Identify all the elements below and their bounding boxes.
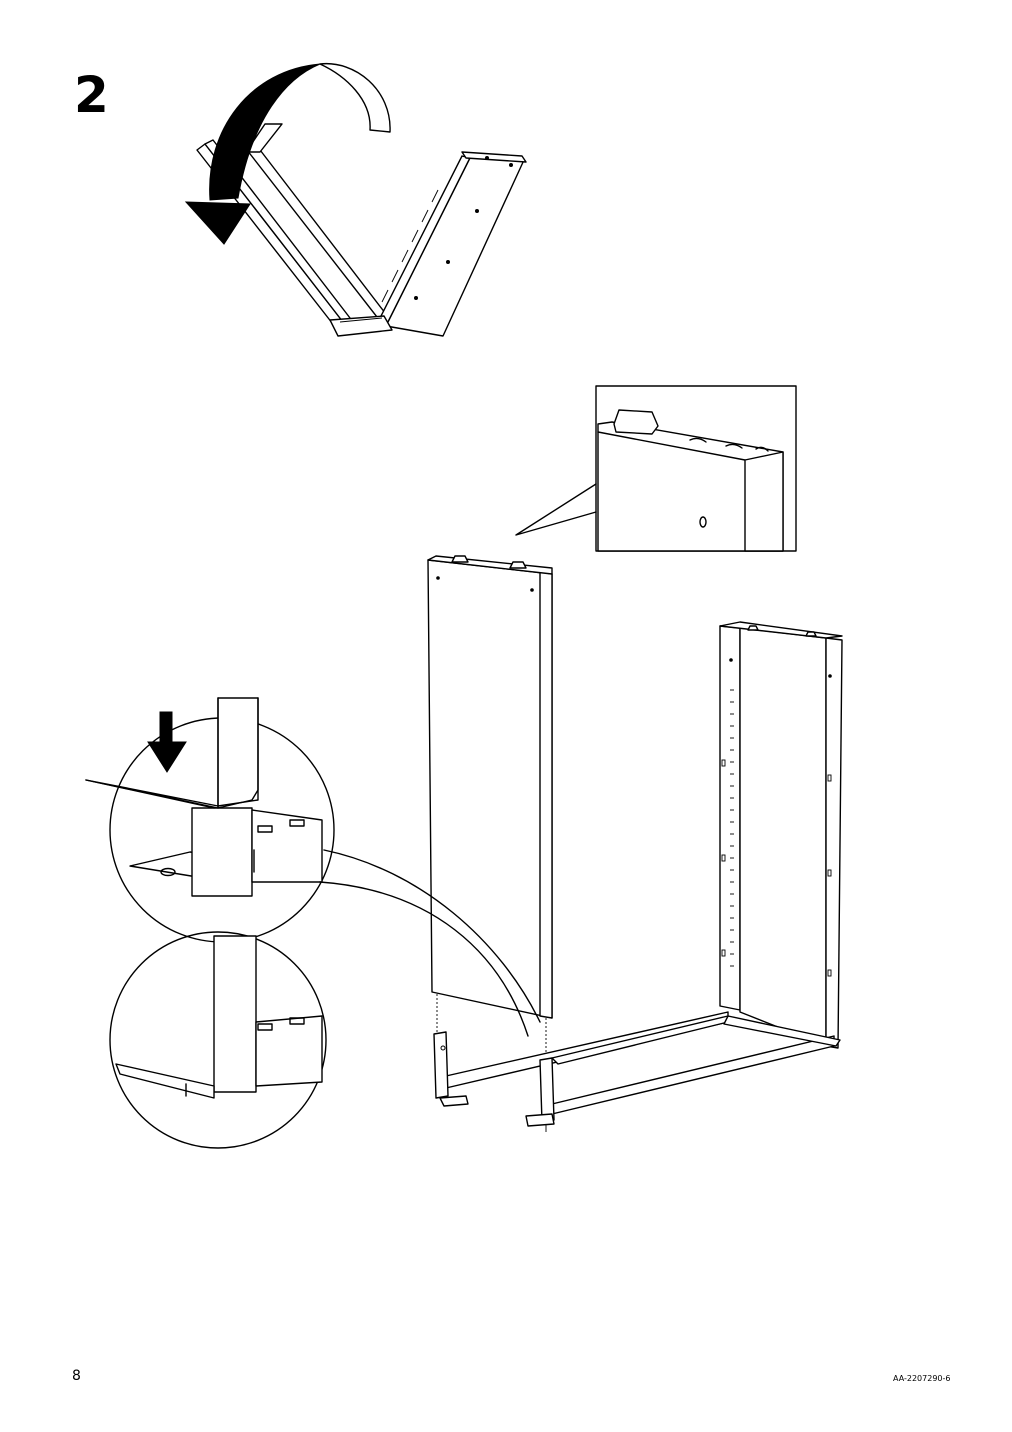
down-arrow-icon bbox=[147, 711, 187, 773]
panel-top-detail bbox=[85, 697, 259, 809]
flipping-frame-illustration bbox=[196, 123, 527, 337]
base-frame bbox=[433, 1011, 841, 1132]
step-number: 2 bbox=[74, 66, 109, 124]
side-panel bbox=[427, 555, 553, 1058]
callout-lines bbox=[319, 849, 541, 1037]
document-code: AA-2207290-6 bbox=[893, 1374, 951, 1383]
detail-circle-after bbox=[109, 931, 327, 1149]
page-number: 8 bbox=[72, 1368, 81, 1384]
detail-callout-box bbox=[515, 385, 797, 552]
rotation-arrow-icon bbox=[184, 62, 391, 245]
shelf-frame bbox=[719, 621, 843, 1049]
